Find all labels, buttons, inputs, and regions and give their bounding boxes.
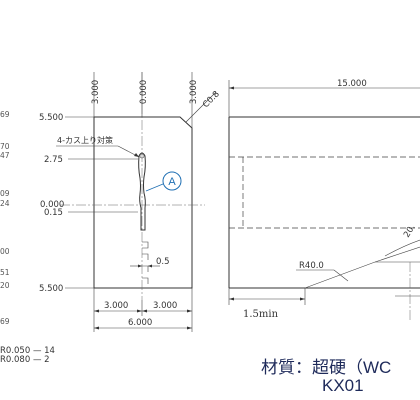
edge-label: 51 [0,268,10,277]
dim-5-500-bottom: 5.500 [39,284,63,294]
dim-0-15: 0.15 [44,208,63,218]
dim-1-5-min: 1.5min [243,309,279,320]
dim-bottom-right-3: 3.000 [153,301,177,311]
note-r-0-050: R0.050 — 14 [0,346,55,356]
dim-arrow [229,86,234,90]
dim-arrows [94,309,192,313]
radius-leader [333,269,349,282]
dim-2-75: 2.75 [44,155,63,165]
note-r-0-080: R0.080 — 2 [0,355,50,365]
dim-angle: 20. [402,223,418,240]
dim-ticks [65,116,68,289]
balloon-leader [145,183,164,192]
dim-top-right: 3.000 [189,80,199,104]
dim-chamfer: C0.8 [201,89,222,110]
material-line-1: 材質：超硬（WC [261,358,391,377]
dim-top-center: 0.000 [139,80,149,104]
dim-bottom-left-3: 3.000 [104,301,128,311]
dim-0-000: 0.000 [40,200,64,210]
step-feature [142,241,149,284]
part-outline [93,116,193,289]
edge-label: 47 [0,151,10,160]
relief-curve [304,246,420,289]
edge-label: 24 [0,199,10,208]
edge-label: 09 [0,189,10,198]
detail-balloon: A [145,171,182,192]
dim-w-0-5: 0.5 [156,257,170,267]
dim-5-500-top: 5.500 [39,113,63,123]
edge-label: 20 [0,281,10,290]
balloon-circle [162,171,182,191]
dim-top-left: 3.000 [91,80,101,104]
edge-label: 69 [0,110,10,119]
edge-profile [138,152,146,231]
dim-arrows [138,264,152,268]
material-note: 材質：超硬（WC KX01 [261,358,391,395]
dim-bottom-total: 6.000 [128,318,152,328]
balloon-label: A [168,176,176,188]
material-line-2: KX01 [322,376,364,395]
chamfer-leader [185,91,217,123]
side-view: 15.000 R40.0 20. 1.5min [228,79,420,320]
front-view: 0.5 [56,72,217,332]
dim-r40: R40.0 [299,261,324,271]
angle-arc [384,239,420,257]
left-edge-labels: 69 70 47 09 24 00 51 20 69 [0,110,10,326]
edge-label: 00 [0,247,10,256]
note-4-kasu: 4-カス上り対策 [57,135,113,145]
edge-label: 70 [0,142,10,151]
edge-tip [139,153,145,159]
leader-arrow [134,153,139,157]
dim-length-15: 15.000 [337,79,367,89]
edge-label: 69 [0,317,10,326]
